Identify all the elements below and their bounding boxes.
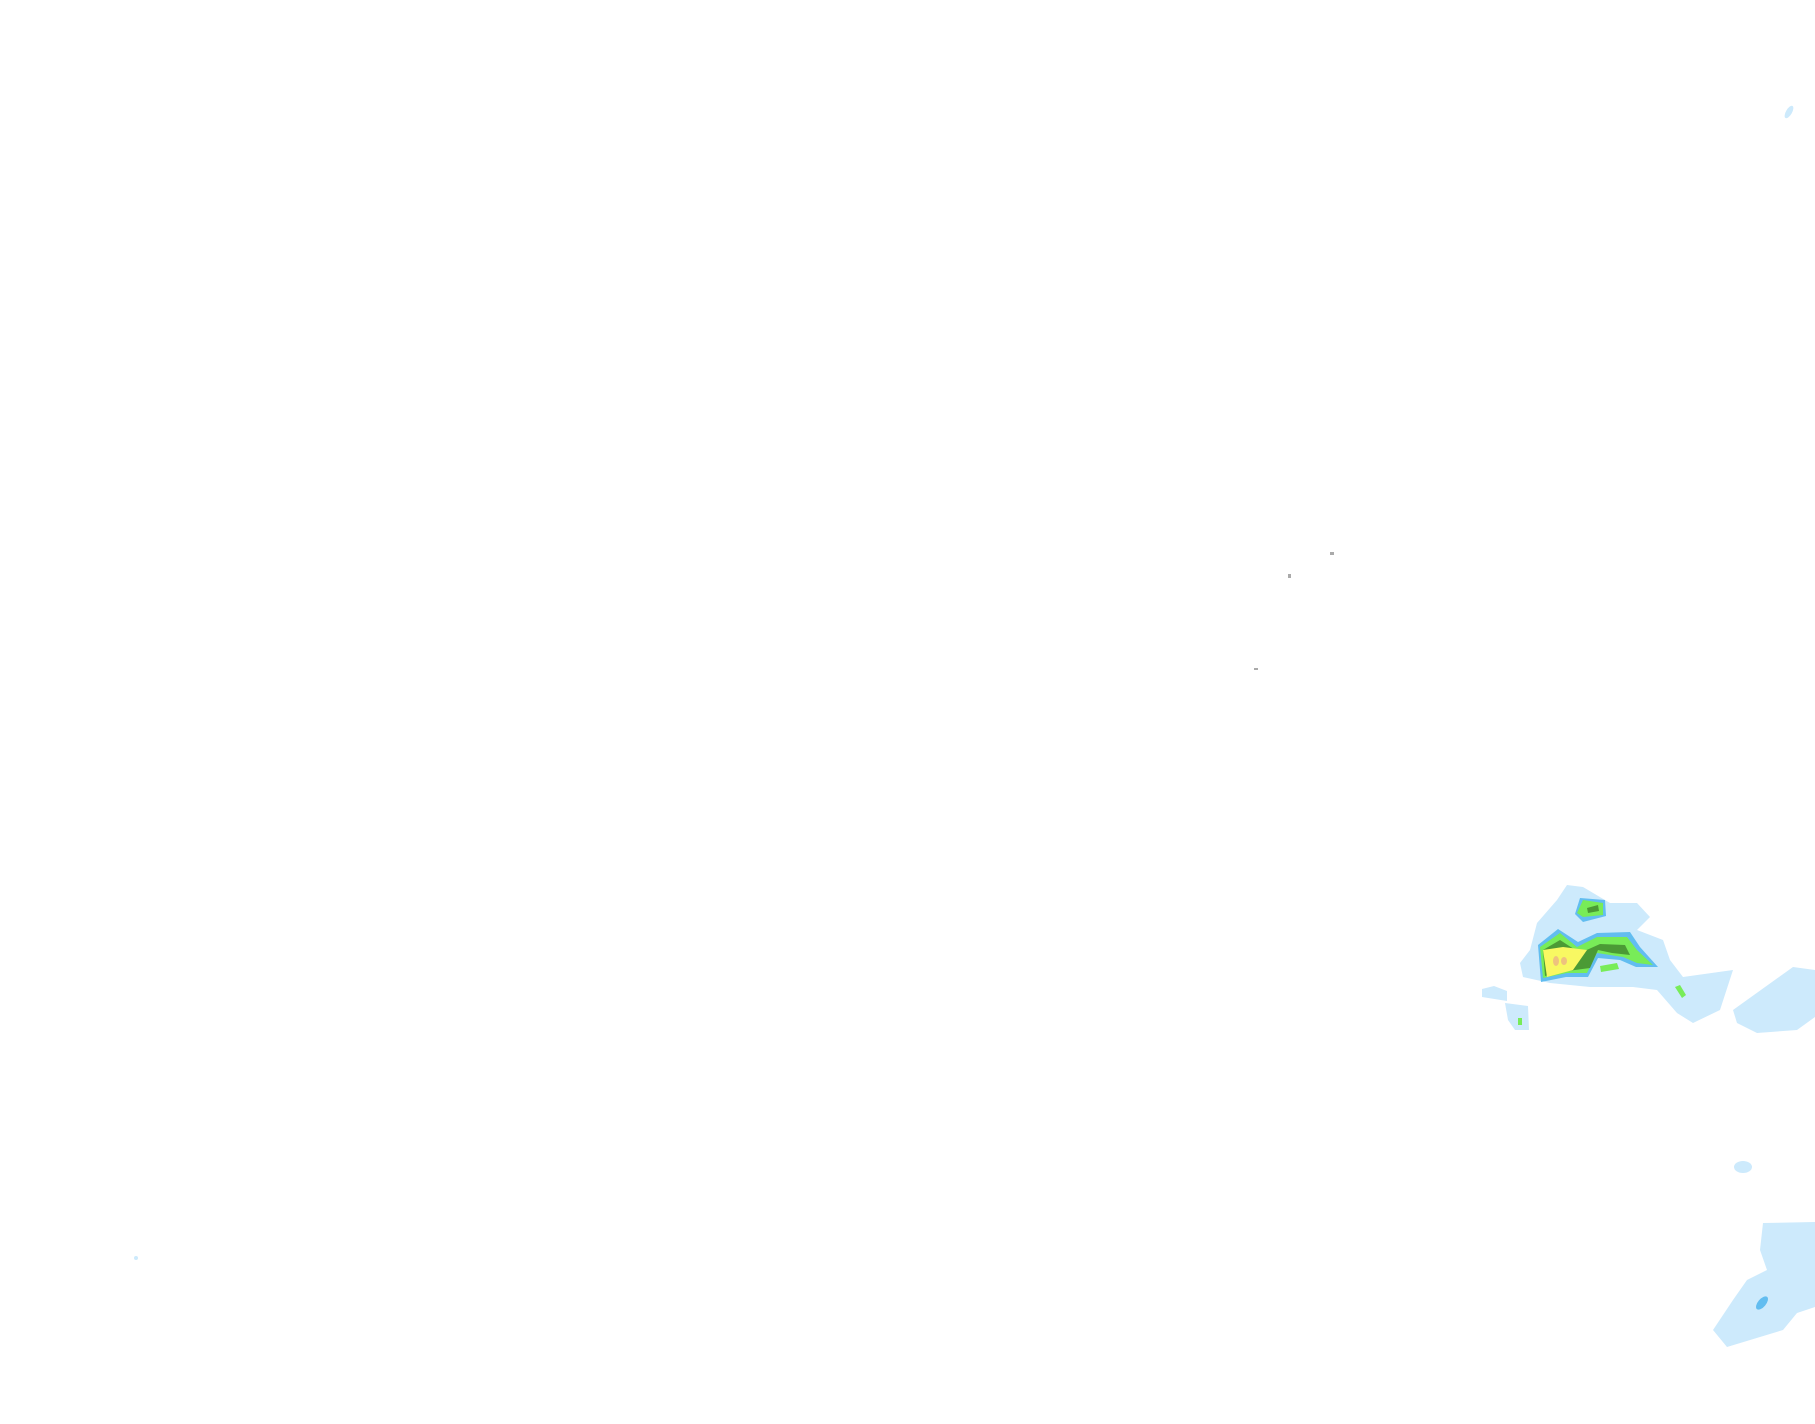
precip-cell-main — [1520, 885, 1733, 1023]
light-precip-area — [1713, 1222, 1815, 1347]
very-intense-spot — [1553, 956, 1559, 966]
green-precip-area — [1600, 963, 1619, 972]
green-precip-area — [1518, 1018, 1522, 1025]
light-precip-area — [1505, 1003, 1529, 1030]
station-marker — [1254, 668, 1258, 670]
heavy-precip-area — [1587, 905, 1599, 913]
station-marker — [1288, 574, 1291, 578]
very-intense-spot — [1561, 957, 1567, 965]
light-precip-area — [134, 1256, 138, 1260]
light-precip-area — [1482, 986, 1507, 1001]
light-precip-area — [1733, 967, 1815, 1033]
light-precip-area — [1784, 105, 1794, 119]
moderate-precip-area — [1756, 1296, 1768, 1310]
green-precip-area — [1675, 985, 1686, 998]
station-marker — [1330, 552, 1334, 555]
light-precip-area — [1734, 1161, 1752, 1173]
